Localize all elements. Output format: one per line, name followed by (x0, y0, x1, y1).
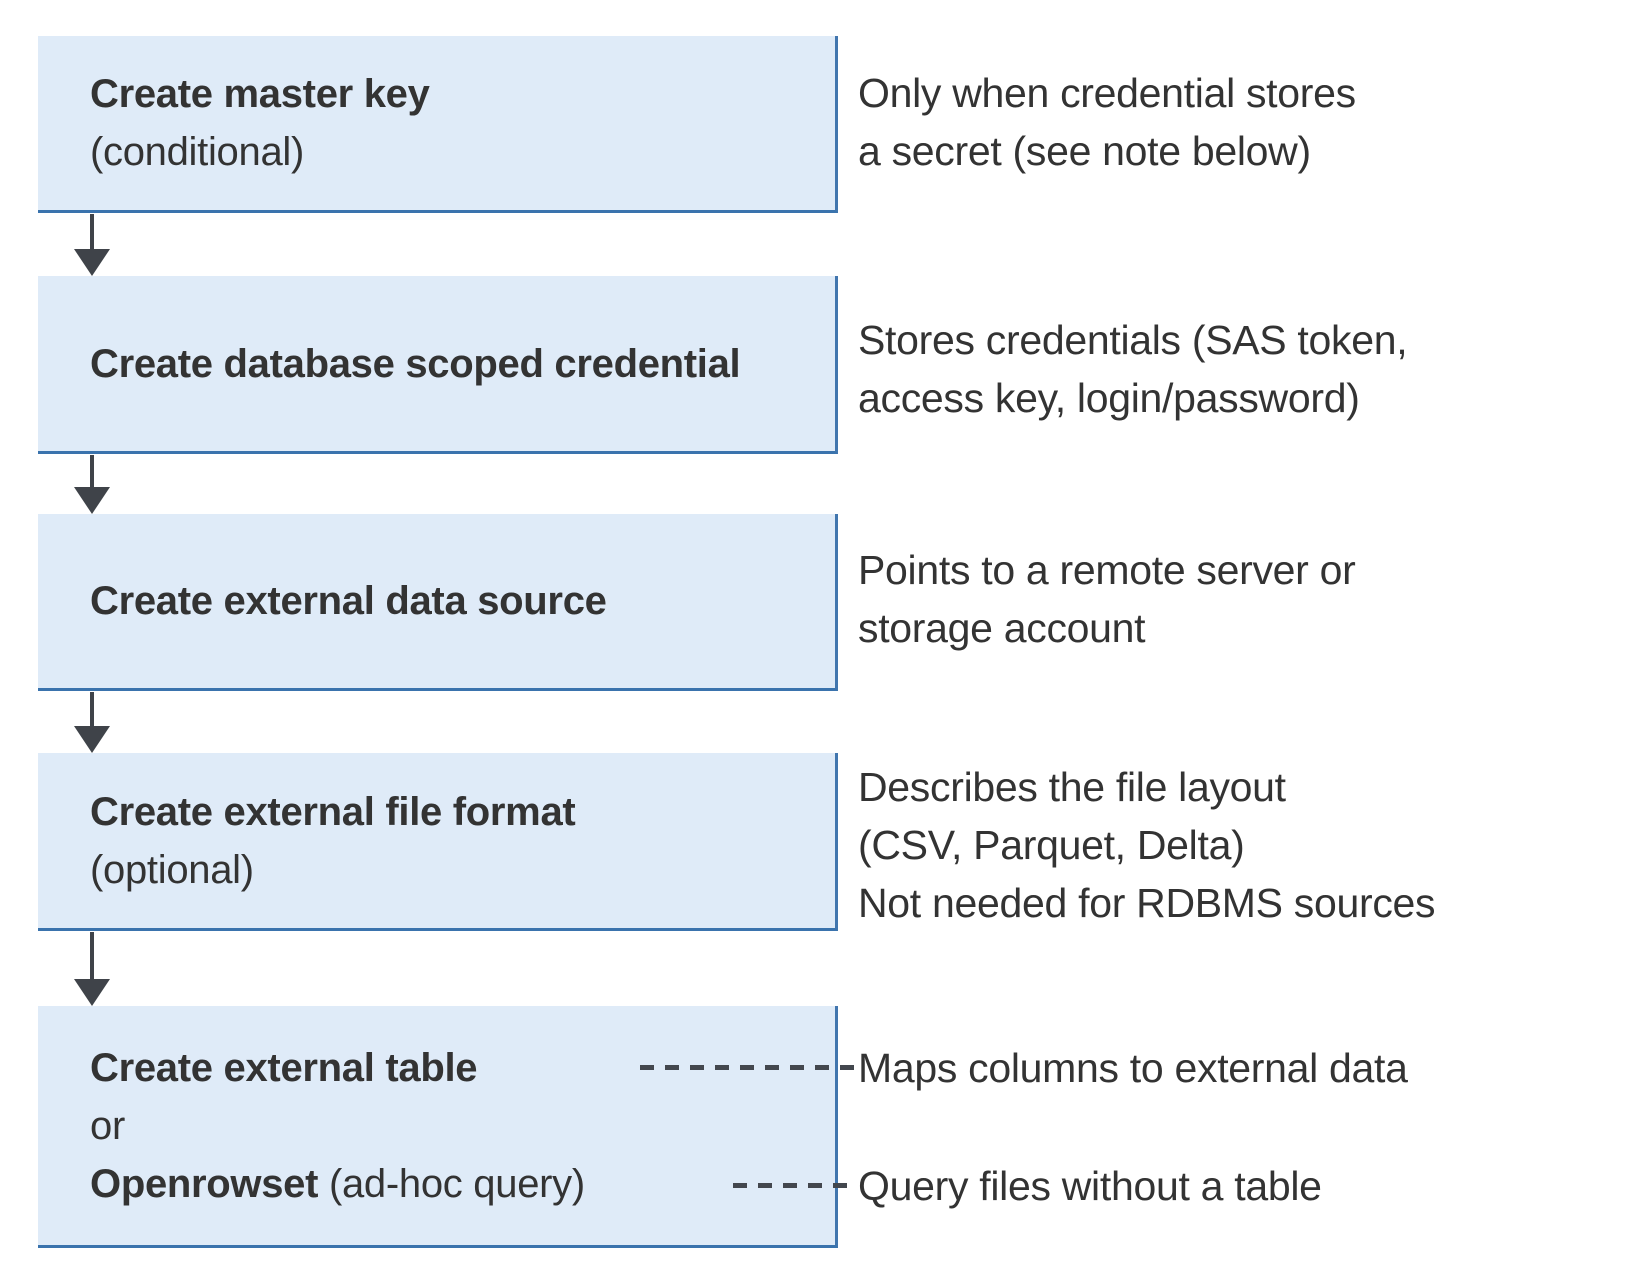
arrow-down-icon (74, 214, 110, 276)
box-text: Create master key (conditional) (38, 65, 430, 181)
note-line: Points to a remote server or (858, 547, 1356, 593)
box-title: Create master key (90, 72, 430, 116)
flow-box-create-external-file-format: Create external file format (optional) (38, 753, 838, 931)
box-line-create-external-table: Create external table (90, 1039, 585, 1097)
arrow-head (74, 249, 110, 276)
arrow-stem (90, 455, 94, 490)
note-line: Stores credentials (SAS token, (858, 317, 1408, 363)
box-line-openrowset: Openrowset (ad-hoc query) (90, 1155, 585, 1213)
box-text: Create database scoped credential (38, 335, 741, 393)
box-title: Create external file format (90, 789, 576, 834)
box-title-openrowset-suffix: (ad-hoc query) (318, 1161, 585, 1206)
arrow-down-icon (74, 932, 110, 1006)
box-subtitle: (optional) (90, 847, 254, 892)
note-external-data-source: Points to a remote server or storage acc… (858, 541, 1356, 657)
box-text: Create external data source (38, 572, 607, 630)
box-line-or: or (90, 1103, 125, 1148)
note-master-key: Only when credential stores a secret (se… (858, 64, 1356, 180)
note-line: Query files without a table (858, 1163, 1322, 1209)
note-external-table: Maps columns to external data (858, 1039, 1408, 1097)
note-line: (CSV, Parquet, Delta) (858, 822, 1245, 868)
box-text: Create external table or Openrowset (ad-… (38, 1039, 585, 1213)
arrow-down-icon (74, 455, 110, 514)
note-line: Not needed for RDBMS sources (858, 880, 1436, 926)
note-line: Describes the file layout (858, 764, 1286, 810)
box-title-openrowset: Openrowset (90, 1161, 319, 1206)
flow-box-create-database-scoped-credential: Create database scoped credential (38, 276, 838, 454)
note-line: a secret (see note below) (858, 128, 1311, 174)
arrow-down-icon (74, 692, 110, 753)
note-line: storage account (858, 605, 1146, 651)
arrow-stem (90, 932, 94, 982)
note-external-file-format: Describes the file layout (CSV, Parquet,… (858, 758, 1436, 932)
note-openrowset: Query files without a table (858, 1157, 1322, 1215)
box-title: Create external data source (90, 579, 607, 623)
note-line: access key, login/password) (858, 375, 1360, 421)
note-line: Maps columns to external data (858, 1045, 1408, 1091)
flow-box-create-master-key: Create master key (conditional) (38, 36, 838, 213)
arrow-stem (90, 214, 94, 252)
dashed-connector-openrowset (733, 1183, 858, 1188)
note-database-scoped-credential: Stores credentials (SAS token, access ke… (858, 311, 1408, 427)
box-title: Create external table (90, 1045, 478, 1090)
arrow-stem (90, 692, 94, 729)
arrow-head (74, 487, 110, 514)
arrow-head (74, 726, 110, 753)
flow-box-create-external-table-or-openrowset: Create external table or Openrowset (ad-… (38, 1006, 838, 1248)
arrow-head (74, 979, 110, 1006)
box-title: Create database scoped credential (90, 341, 741, 386)
box-subtitle: (conditional) (90, 130, 304, 174)
note-line: Only when credential stores (858, 70, 1356, 116)
flow-box-create-external-data-source: Create external data source (38, 514, 838, 691)
box-text: Create external file format (optional) (38, 783, 576, 899)
dashed-connector-external-table (640, 1065, 858, 1070)
